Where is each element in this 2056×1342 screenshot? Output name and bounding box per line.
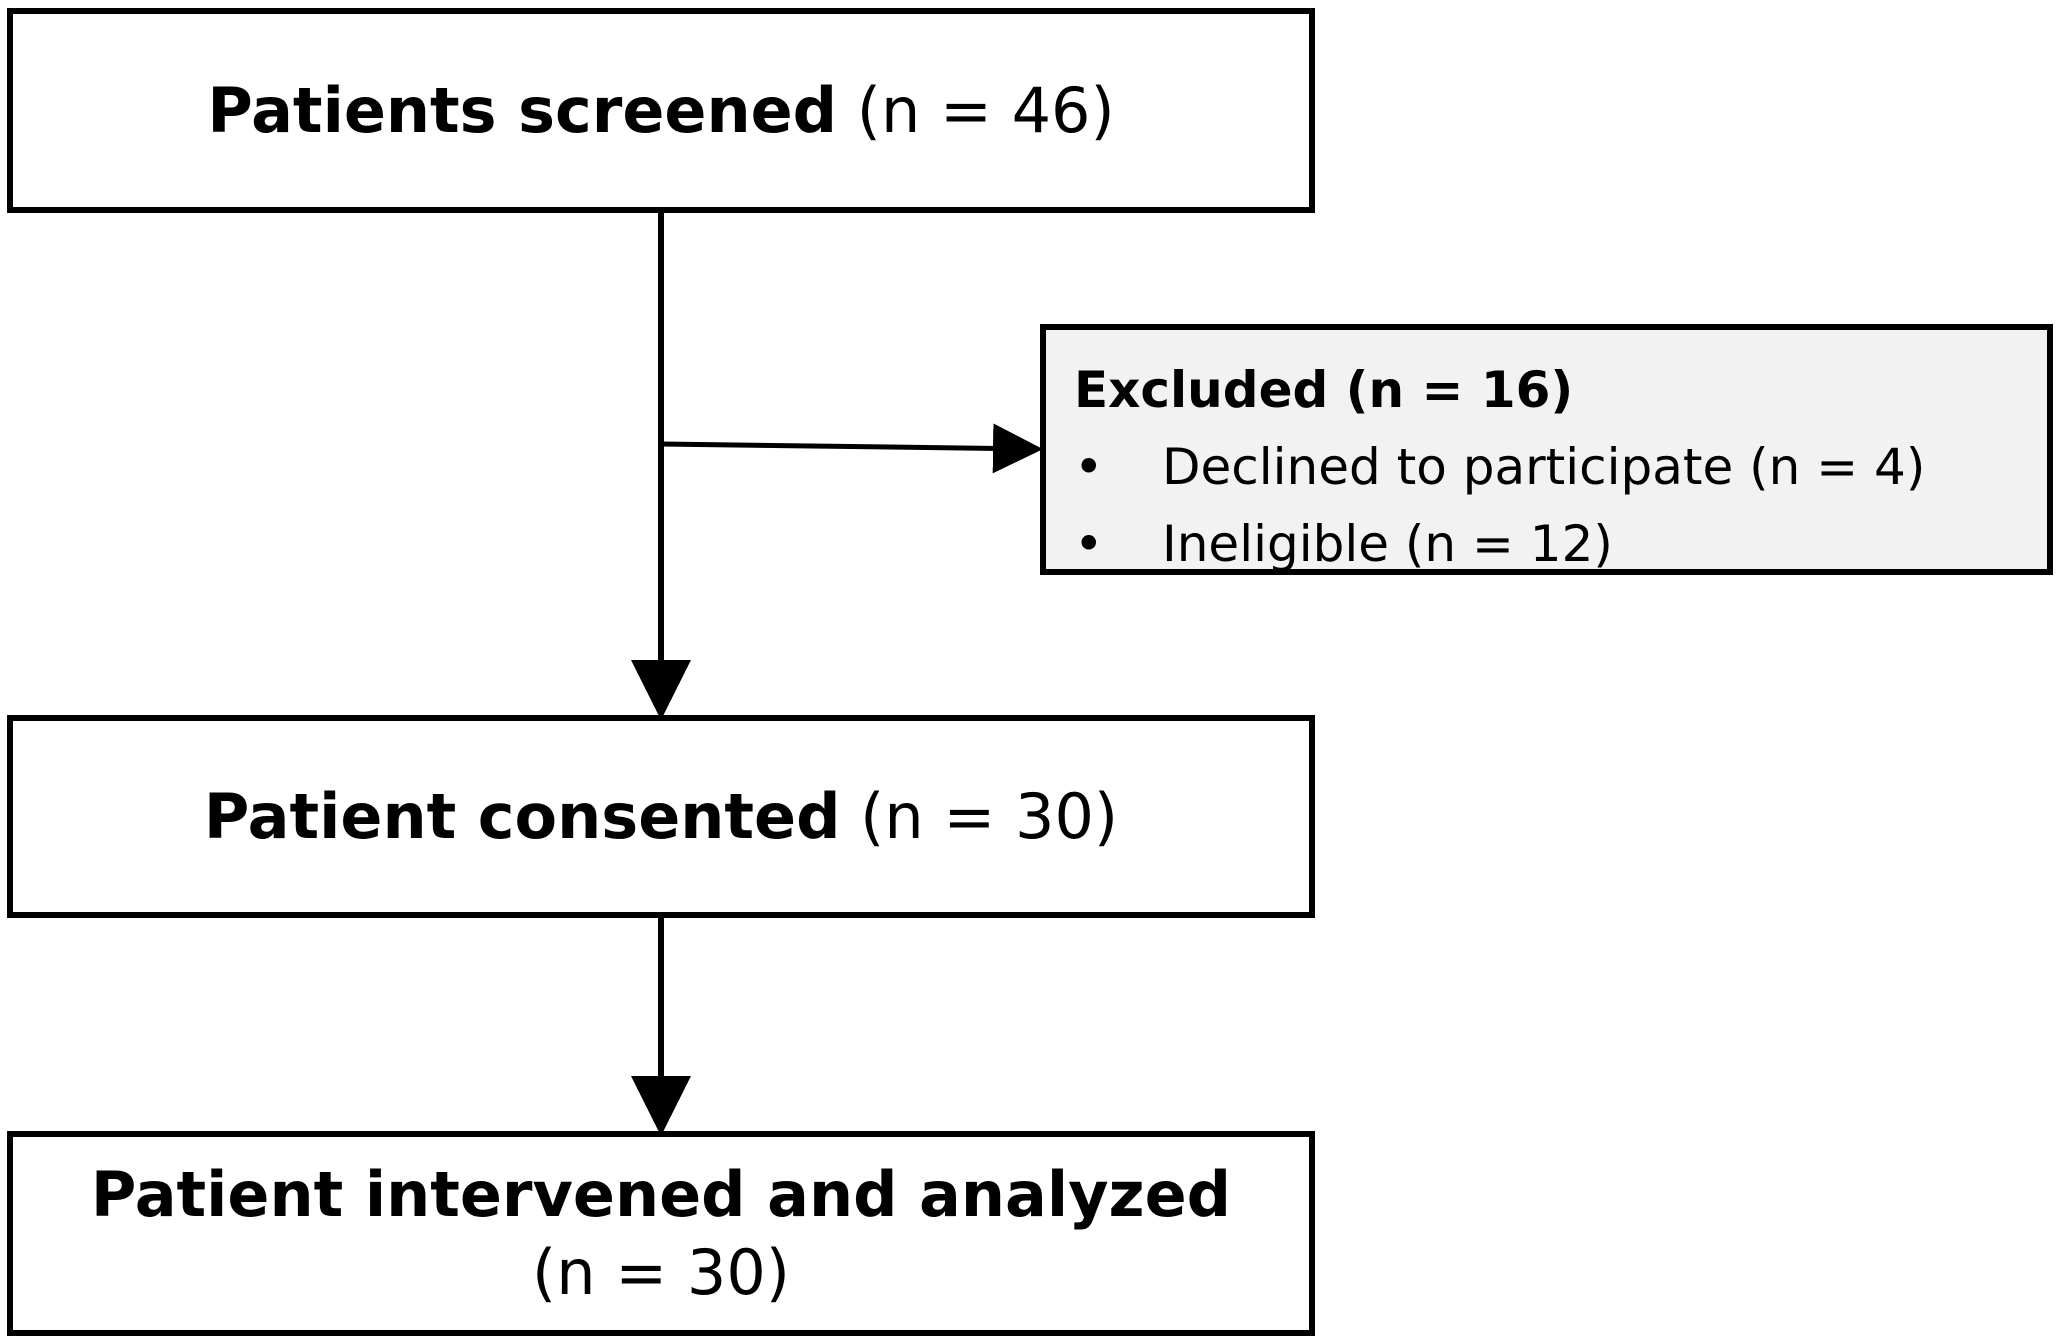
screened-box: Patients screened (n = 46) (7, 8, 1315, 213)
consented-text: Patient consented (n = 30) (204, 778, 1118, 856)
arrow-to-excluded (660, 423, 1043, 474)
excluded-reason-text: Ineligible (n = 12) (1162, 515, 1613, 573)
consented-label: Patient consented (203, 779, 841, 853)
excluded-reason-text: Declined to participate (n = 4) (1162, 438, 1926, 496)
excluded-title: Excluded (n = 16) (1074, 361, 1574, 419)
screened-count: (n = 46) (856, 73, 1115, 147)
consented-box: Patient consented (n = 30) (7, 715, 1315, 918)
excluded-reasons-list: • Declined to participate (n = 4) • Inel… (1074, 429, 2047, 583)
analyzed-box: Patient intervened and analyzed (n = 30) (7, 1131, 1315, 1336)
excluded-box: Excluded (n = 16) • Declined to particip… (1040, 324, 2053, 575)
analyzed-label: Patient intervened and analyzed (90, 1158, 1232, 1231)
consented-count: (n = 30) (860, 779, 1119, 853)
excluded-reason-ineligible: • Ineligible (n = 12) (1074, 506, 2047, 583)
screened-label: Patients screened (207, 73, 838, 147)
screened-text: Patients screened (n = 46) (207, 72, 1114, 150)
bullet: • (1074, 515, 1104, 573)
bullet: • (1074, 438, 1104, 496)
analyzed-count: (n = 30) (532, 1235, 790, 1309)
excluded-reason-declined: • Declined to participate (n = 4) (1074, 429, 2047, 506)
